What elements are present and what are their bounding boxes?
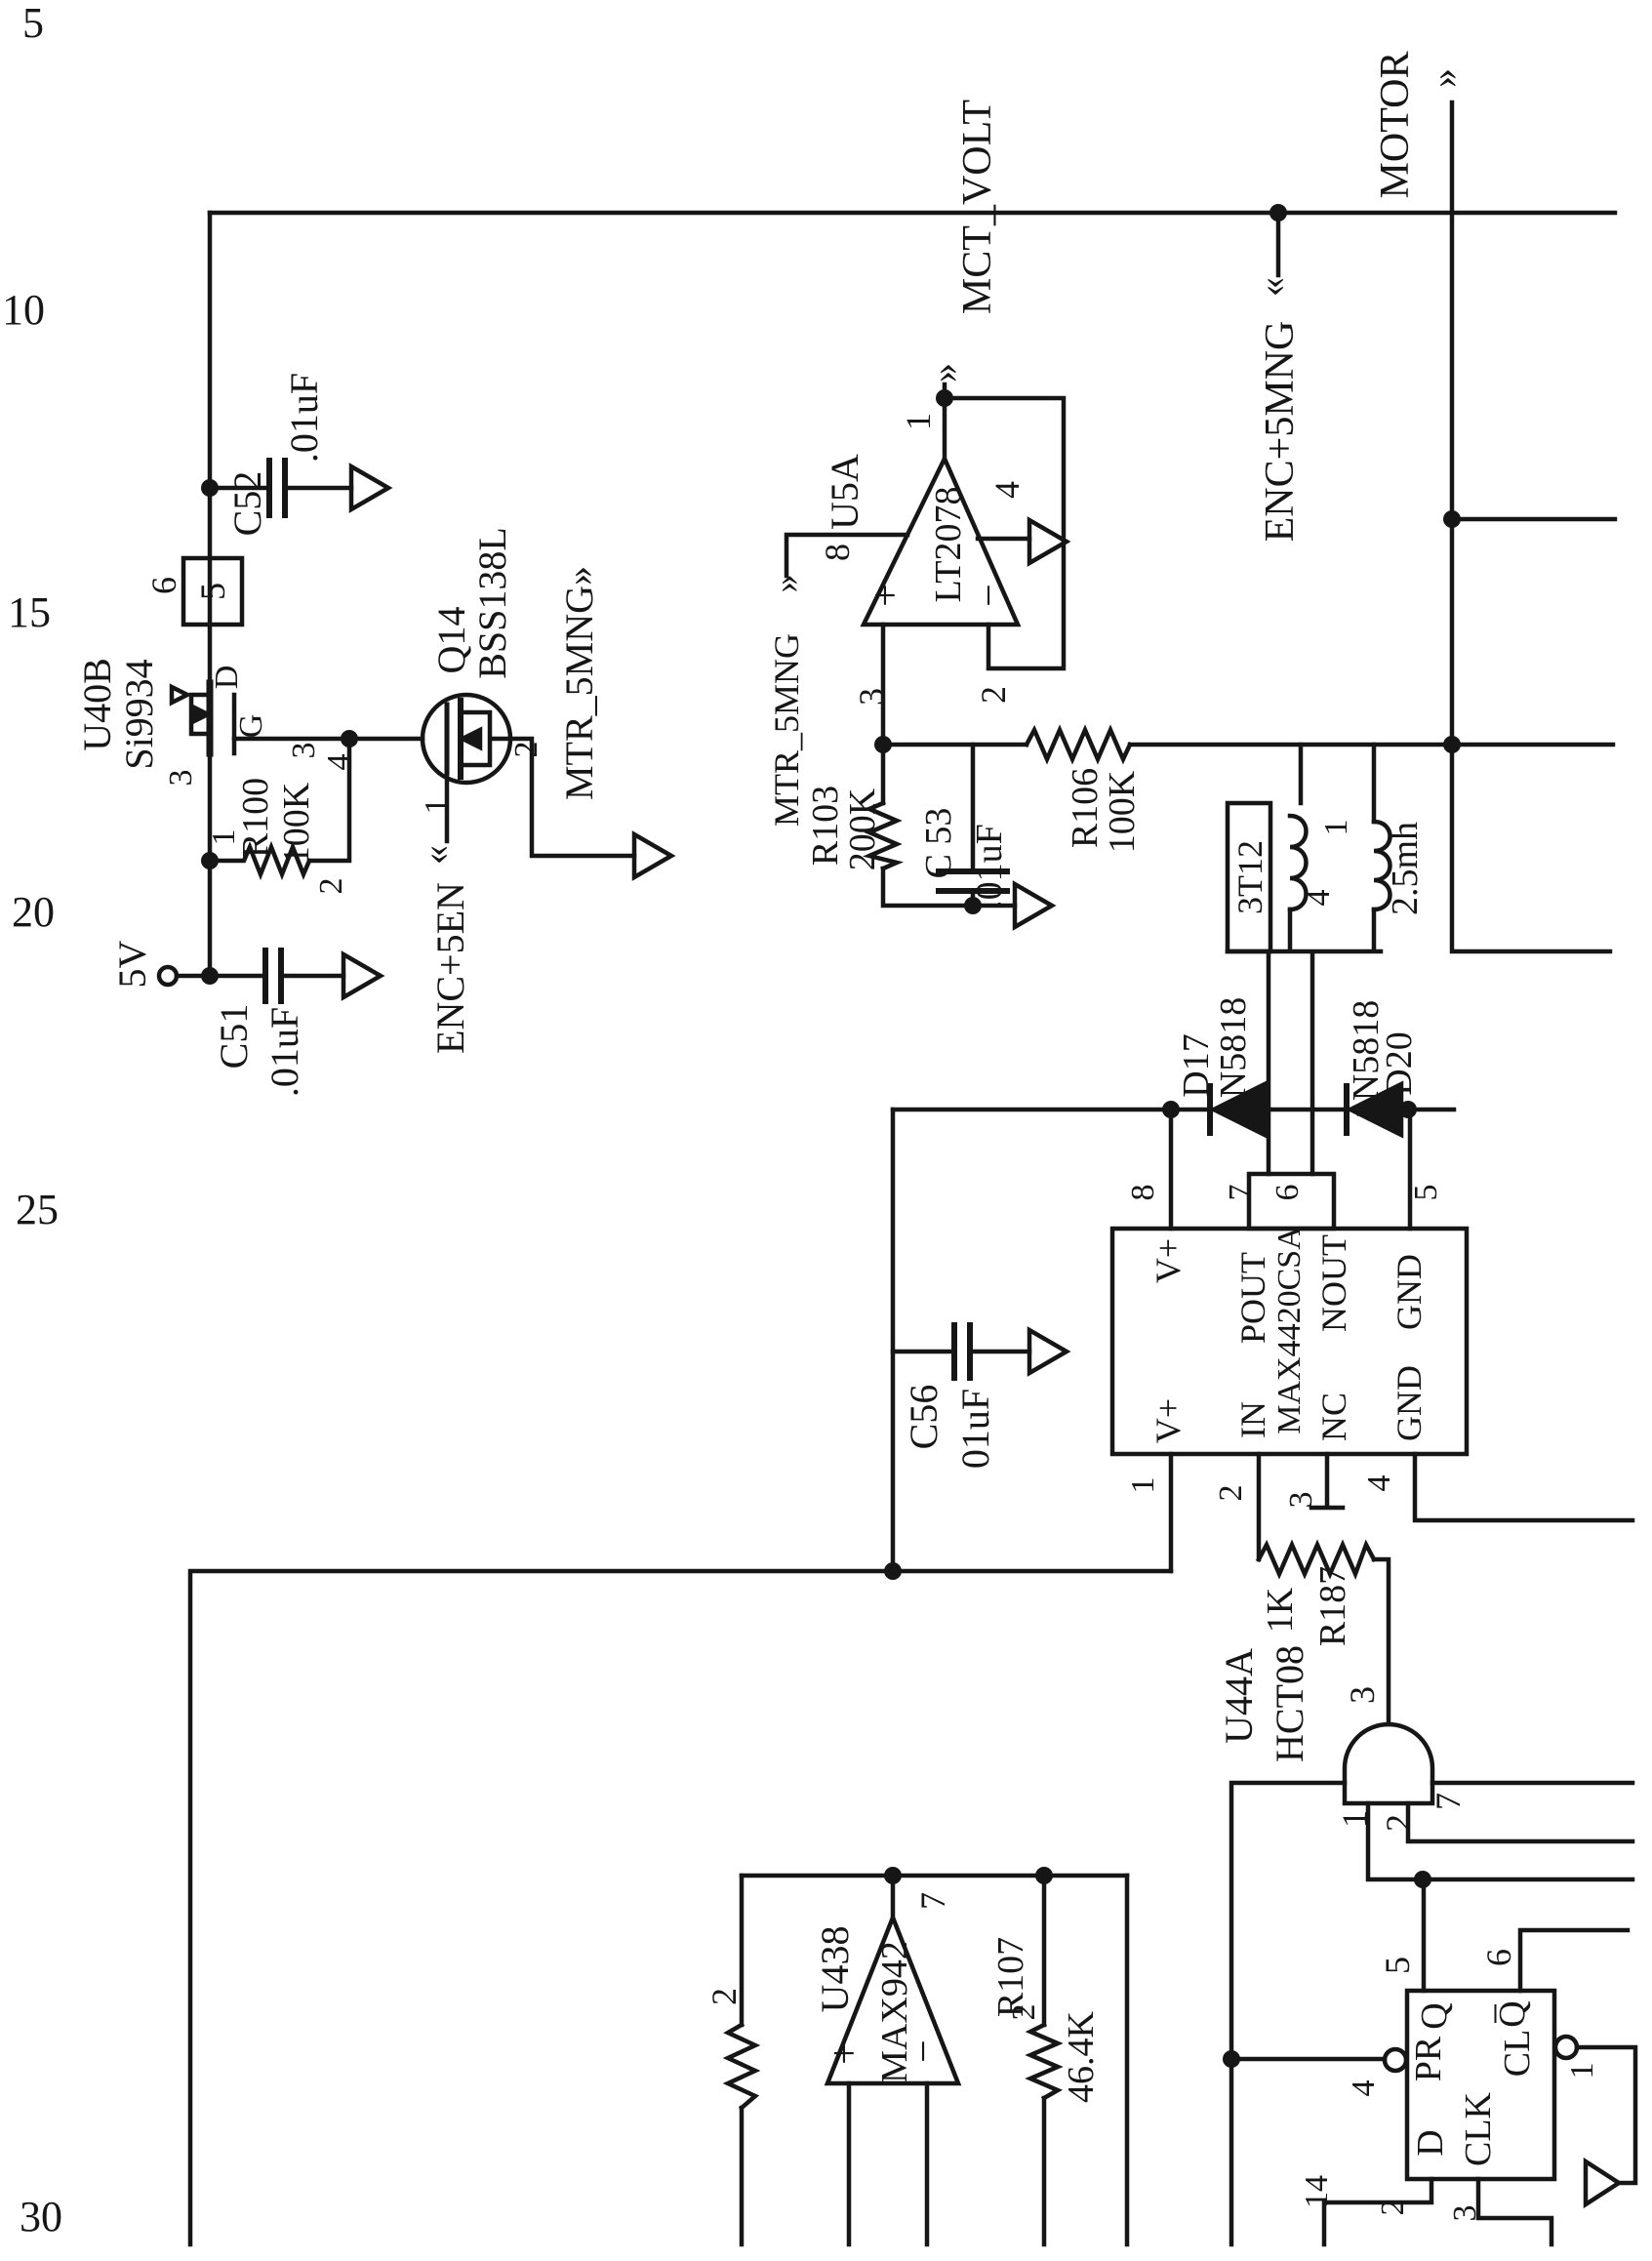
junction-dot xyxy=(201,479,219,497)
u438-inputs xyxy=(849,2083,927,2244)
pr-bubble xyxy=(1385,2049,1406,2071)
gate-pin1-wire xyxy=(1368,1803,1632,1879)
driver-top-box xyxy=(1249,1174,1334,1229)
r100-loop xyxy=(309,739,349,861)
junction-dot xyxy=(1414,1871,1431,1888)
wire-net xyxy=(177,102,1635,2244)
ff-d-wire xyxy=(1324,2179,1431,2244)
junction-dot xyxy=(936,389,953,407)
diode-d17 xyxy=(1210,1084,1265,1135)
junction-dot xyxy=(1223,2050,1240,2068)
junction-dot xyxy=(201,967,219,985)
junction-dot xyxy=(1035,1867,1053,1884)
ground-icon xyxy=(351,466,388,509)
resistor-r187 xyxy=(1259,1545,1374,1574)
ground-icon xyxy=(1029,1330,1067,1373)
junction-dot xyxy=(964,897,982,914)
motor-line xyxy=(1452,102,1610,951)
components xyxy=(159,459,1577,2179)
resistor-r106 xyxy=(1027,730,1130,759)
cap-c56 xyxy=(954,1325,970,1378)
junction-dot xyxy=(884,1562,902,1580)
resistor-r107 xyxy=(1030,2025,1058,2098)
capacitors xyxy=(265,461,1007,1378)
cap-c52 xyxy=(269,461,285,515)
junction-dot xyxy=(884,1867,902,1884)
u40b-pin-box xyxy=(183,558,242,625)
ff-cl-wire xyxy=(1577,2047,1635,2183)
and-gate-u44a xyxy=(1345,1724,1432,1803)
u5a-pin8-wire xyxy=(786,535,907,576)
comparator-u438 xyxy=(827,1918,958,2083)
terminal-5v xyxy=(159,967,177,985)
resistors xyxy=(210,730,1374,2108)
pin3-nc-stub xyxy=(1311,1454,1343,1508)
resistor-left xyxy=(728,2025,755,2108)
u5a-feedback xyxy=(945,398,1064,668)
transformer-t12 xyxy=(1228,803,1390,951)
diodes xyxy=(1210,1084,1401,1135)
mosfet-si9934 xyxy=(172,683,234,753)
gate-side-wires xyxy=(1231,1783,1632,2244)
junction-dot xyxy=(341,730,358,747)
resistor-r100 xyxy=(210,847,309,874)
junction-dot xyxy=(1443,510,1461,528)
r187-to-gate xyxy=(1374,1559,1389,1724)
junction-dot xyxy=(201,852,219,869)
cap-c53 xyxy=(939,871,1007,891)
t12-bottom xyxy=(1228,909,1381,1174)
ff-clk-wire xyxy=(1478,2179,1551,2244)
ground-icon xyxy=(1586,2161,1619,2204)
ground-icon xyxy=(343,954,381,997)
pin4-wire xyxy=(1415,1454,1632,1520)
junction-dots xyxy=(201,204,1461,2068)
r103-branch xyxy=(883,745,1015,906)
junction-dot xyxy=(874,736,892,753)
junction-dot xyxy=(1162,1101,1180,1118)
opamp-u5a xyxy=(864,459,1018,625)
t12-taps xyxy=(1301,745,1374,822)
ground-icon xyxy=(1015,884,1052,927)
ground-icons xyxy=(343,466,1619,2204)
flipflop xyxy=(1385,1991,1577,2179)
resistor-r103 xyxy=(869,803,897,868)
ground-icon xyxy=(634,834,671,877)
cap-c51 xyxy=(265,950,281,1001)
diode-d20 xyxy=(1347,1084,1401,1135)
junction-dot xyxy=(1399,1101,1417,1118)
cl-bubble xyxy=(1555,2037,1577,2058)
mosfet-q14 xyxy=(423,695,510,783)
junction-dot xyxy=(1443,736,1461,753)
ic-max4420 xyxy=(1112,1229,1467,1454)
junction-dot xyxy=(1269,204,1287,222)
rail-1610 xyxy=(190,1571,1171,2244)
q14-source-path xyxy=(510,739,634,856)
gate-pin2-wire xyxy=(1408,1803,1632,1841)
ground-icon xyxy=(1029,520,1067,563)
ff-pin6-wire xyxy=(1520,1930,1628,1991)
